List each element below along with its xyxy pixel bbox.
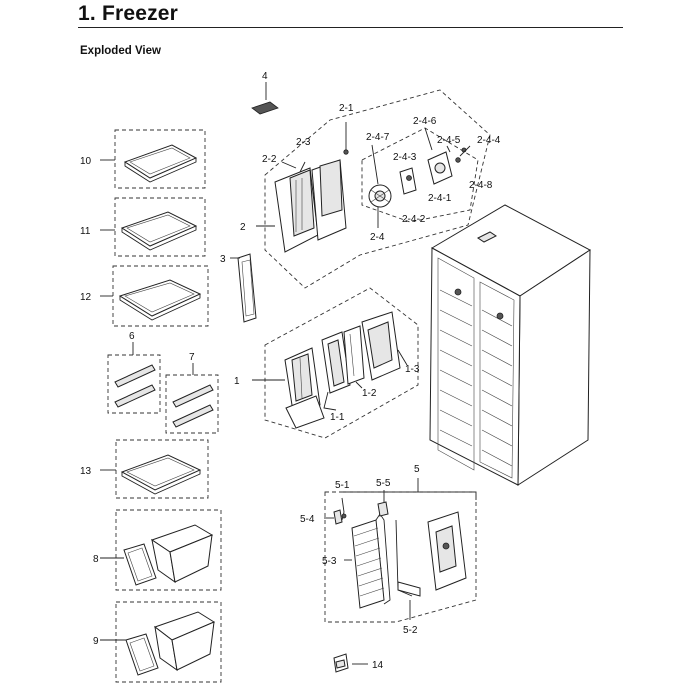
callout-2-4-3: 2-4-3 — [393, 152, 417, 163]
callout-1: 1 — [234, 376, 240, 387]
part-2-3-clip: 2-3 — [296, 137, 311, 173]
callout-5-5: 5-5 — [376, 478, 391, 489]
callout-2: 2 — [240, 222, 246, 233]
part-11-shelf: 11 — [80, 197, 206, 257]
part-5-bracket-panel — [427, 511, 467, 591]
callout-3: 3 — [220, 254, 226, 265]
part-2-2-bracket: 2-2 — [262, 154, 297, 169]
assembly-1-boundary — [264, 287, 419, 439]
assembly-5-bracket-line — [340, 491, 477, 500]
assembly-5-boundary — [324, 491, 477, 623]
callout-5-2: 5-2 — [403, 625, 418, 636]
callout-2-4-5: 2-4-5 — [437, 135, 461, 146]
part-2-housing: 2 — [240, 159, 347, 253]
callout-2-4-2: 2-4-2 — [402, 214, 426, 225]
callout-1-2: 1-2 — [362, 388, 377, 399]
part-5-3-evaporator: 5-3 — [322, 513, 391, 609]
callout-5-1: 5-1 — [335, 480, 350, 491]
title-rule — [78, 27, 623, 28]
callout-6: 6 — [129, 331, 135, 342]
part-3-cover: 3 — [220, 253, 257, 323]
part-5-5-fuse: 5-5 — [376, 478, 391, 517]
callout-1-3: 1-3 — [405, 364, 420, 375]
part-2-1-screw: 2-1 — [339, 103, 354, 155]
part-14-connector: 14 — [333, 653, 384, 673]
part-13-shelf: 13 — [80, 439, 209, 499]
callout-5-3: 5-3 — [322, 556, 337, 567]
callout-2-4-8: 2-4-8 — [469, 180, 493, 191]
callout-2-2: 2-2 — [262, 154, 277, 165]
callout-5-4: 5-4 — [300, 514, 315, 525]
part-1-3-back-panel: 1-3 — [361, 311, 420, 381]
part-1-2-duct: 1-2 — [343, 325, 377, 399]
callout-2-4: 2-4 — [370, 232, 385, 243]
callout-2-3: 2-3 — [296, 137, 311, 148]
part-1-1-duct: 1-1 — [321, 331, 351, 423]
part-2-4-fan-motor: 2-4 — [361, 127, 479, 243]
callout-12: 12 — [80, 292, 92, 303]
page-title: 1. Freezer — [78, 2, 179, 25]
callout-10: 10 — [80, 156, 92, 167]
part-7-rail-pair: 7 — [165, 352, 219, 434]
callout-2-4-7: 2-4-7 — [366, 132, 390, 143]
callout-14: 14 — [372, 660, 384, 671]
part-10-shelf: 10 — [80, 129, 206, 189]
refrigerator-cabinet — [429, 204, 591, 486]
callout-2-4-6: 2-4-6 — [413, 116, 437, 127]
callout-1-1: 1-1 — [330, 412, 345, 423]
callout-4: 4 — [262, 71, 268, 82]
callout-13: 13 — [80, 466, 92, 477]
part-5-4-clip: 5-4 — [300, 509, 343, 525]
callout-2-1: 2-1 — [339, 103, 354, 114]
section-title: Exploded View — [80, 45, 161, 57]
callout-8: 8 — [93, 554, 99, 565]
part-9-bin: 9 — [93, 601, 222, 683]
callout-9: 9 — [93, 636, 99, 647]
part-1-evap-cover: 1 — [234, 347, 325, 429]
part-5-1-sensor: 5-1 — [335, 480, 350, 521]
part-4-bracket: 4 — [251, 71, 279, 115]
callout-5: 5 — [414, 464, 420, 475]
callout-2-4-4: 2-4-4 — [477, 135, 501, 146]
part-5-2-heater: 5-2 — [395, 519, 421, 636]
part-12-shelf: 12 — [80, 265, 209, 327]
callout-7: 7 — [189, 352, 195, 363]
part-6-rail-pair: 6 — [107, 331, 161, 414]
part-8-bin: 8 — [93, 509, 222, 591]
assembly-2-boundary — [264, 89, 491, 289]
callout-2-4-1: 2-4-1 — [428, 193, 452, 204]
callout-11: 11 — [80, 226, 91, 237]
